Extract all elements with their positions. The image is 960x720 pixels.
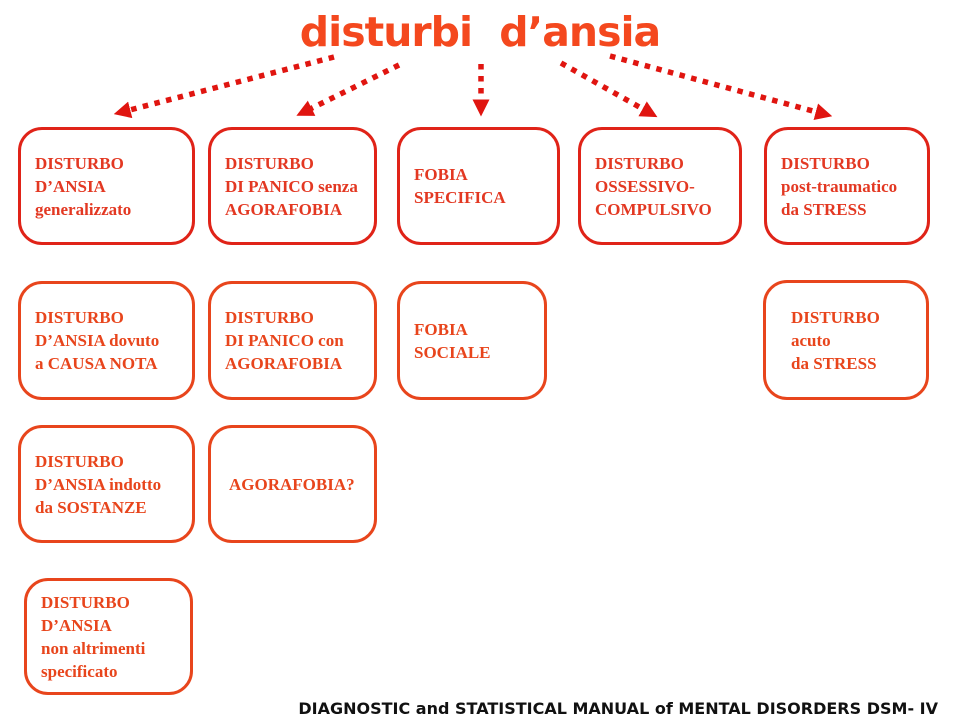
box-disturbo-ansia-indotto-da-sostanze: DISTURBO D’ANSIA indotto da SOSTANZE <box>18 425 195 543</box>
connector-arrows <box>113 53 833 120</box>
box-disturbo-ansia-dovuto-a-causa-nota: DISTURBO D’ANSIA dovuto a CAUSA NOTA <box>18 281 195 400</box>
box-label: DISTURBO D’ANSIA indotto da SOSTANZE <box>35 451 162 517</box>
arrow-to-disturbo-ossessivo-compulsivo <box>559 60 658 118</box>
box-disturbo-di-panico-con-agorafobia: DISTURBO DI PANICO con AGORAFOBIA <box>208 281 377 400</box>
slide-title: disturbi d’ansia <box>299 8 661 56</box>
box-label: DISTURBO D’ANSIA dovuto a CAUSA NOTA <box>35 308 160 373</box>
box-label: DISTURBO DI PANICO con AGORAFOBIA <box>225 308 344 373</box>
arrow-to-disturbo-ansia-generalizzato <box>113 54 335 119</box>
box-disturbo-post-traumatico-da-stress: DISTURBO post-traumatico da STRESS <box>764 127 930 245</box>
box-label: DISTURBO DI PANICO senza AGORAFOBIA <box>225 153 358 219</box>
box-fobia-sociale: FOBIA SOCIALE <box>397 281 547 400</box>
box-label: DISTURBO post-traumatico da STRESS <box>781 153 898 219</box>
box-fobia-specifica: FOBIA SPECIFICA <box>397 127 560 245</box>
box-label: FOBIA SPECIFICA <box>414 165 506 207</box>
box-disturbo-ansia-generalizzato: DISTURBO D’ANSIA generalizzato <box>18 127 195 245</box>
box-disturbo-ansia-non-altrimenti-specificato: DISTURBO D’ANSIA non altrimenti specific… <box>24 578 193 695</box>
box-label: AGORAFOBIA? <box>229 474 355 494</box>
arrow-to-disturbo-post-traumatico-da-stress <box>609 53 833 120</box>
arrow-to-disturbo-di-panico-senza-agorafobia <box>296 62 401 116</box>
box-label: FOBIA SOCIALE <box>414 319 491 362</box>
box-label: DISTURBO D’ANSIA generalizzato <box>35 153 132 219</box>
footer-caption: DIAGNOSTIC and STATISTICAL MANUAL of MEN… <box>298 699 938 718</box>
box-disturbo-ossessivo-compulsivo: DISTURBO OSSESSIVO- COMPULSIVO <box>578 127 742 245</box>
box-disturbo-acuto-da-stress: DISTURBO acuto da STRESS <box>763 280 929 400</box>
box-disturbo-di-panico-senza-agorafobia: DISTURBO DI PANICO senza AGORAFOBIA <box>208 127 377 245</box>
box-label: DISTURBO OSSESSIVO- COMPULSIVO <box>595 153 712 219</box>
box-label: DISTURBO acuto da STRESS <box>791 307 880 373</box>
box-label: DISTURBO D’ANSIA non altrimenti specific… <box>41 592 146 681</box>
box-agorafobia: AGORAFOBIA? <box>208 425 377 543</box>
